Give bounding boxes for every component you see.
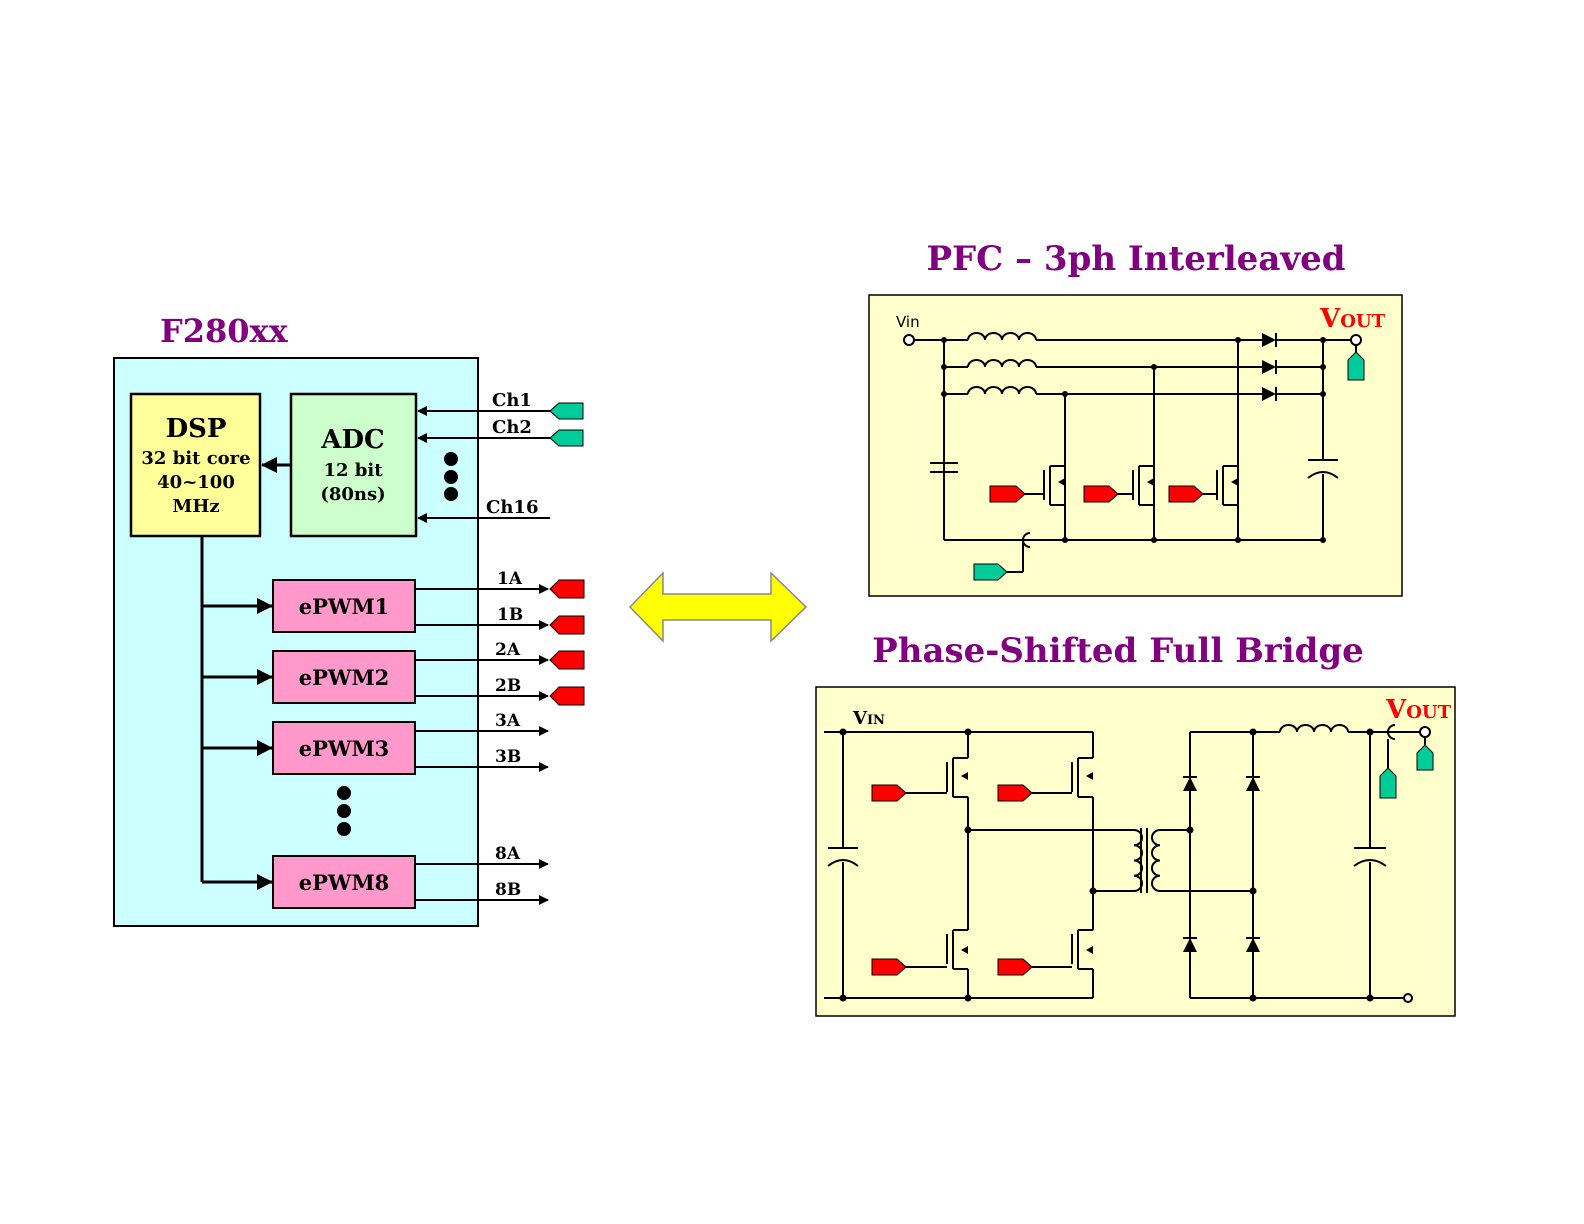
adc-input-tag-2 — [550, 430, 583, 446]
adc-label: ADC — [320, 425, 384, 455]
pwm-output-label: 3B — [495, 747, 521, 767]
pwm-output-label: 8B — [495, 880, 521, 900]
pwm-output-label: 2B — [495, 676, 521, 696]
pwm-label: ePWM8 — [299, 870, 390, 895]
dsp-block: DSP 32 bit core 40~100 MHz — [131, 394, 260, 536]
adc-speed: (80ns) — [320, 484, 385, 505]
pwm-module-1: ePWM1 — [273, 580, 415, 632]
pwm-label: ePWM1 — [299, 594, 390, 619]
pwm-output-label: 1B — [497, 605, 523, 625]
pfc-title: PFC – 3ph Interleaved — [926, 239, 1345, 279]
ellipsis-dot — [337, 804, 351, 818]
ellipsis-dot — [444, 452, 458, 466]
pwm-output-label: 3A — [495, 711, 521, 731]
bidirectional-arrow — [630, 573, 806, 641]
ellipsis-dot — [337, 786, 351, 800]
mcu-title: F280xx — [160, 312, 289, 350]
channel-label-16: Ch16 — [486, 497, 538, 518]
channel-label-2: Ch2 — [492, 417, 532, 438]
adc-resolution: 12 bit — [323, 460, 383, 481]
dsp-label: DSP — [166, 414, 227, 444]
pwm-output-label: 2A — [495, 640, 521, 660]
pwm-module-2: ePWM2 — [273, 651, 415, 703]
channel-label-1: Ch1 — [492, 390, 532, 411]
pwm-module-8: ePWM8 — [273, 856, 415, 908]
dsp-freq: 40~100 — [157, 472, 235, 493]
pwm-label: ePWM3 — [299, 736, 390, 761]
adc-block: ADC 12 bit (80ns) — [291, 394, 416, 536]
dsp-core: 32 bit core — [141, 448, 250, 469]
pfc-vin-label: Vin — [896, 313, 920, 331]
ellipsis-dot — [444, 487, 458, 501]
dsp-unit: MHz — [172, 496, 219, 517]
psfb-title: Phase-Shifted Full Bridge — [872, 631, 1364, 671]
ellipsis-dot — [444, 470, 458, 484]
mcu-block: F280xx DSP 32 bit core 40~100 MHz ADC 12… — [114, 312, 584, 926]
adc-input-tag-1 — [550, 403, 583, 419]
pwm-output-tag — [550, 580, 584, 598]
pwm-module-3: ePWM3 — [273, 722, 415, 774]
pwm-output-tag — [550, 687, 584, 705]
psfb-circuit: Phase-Shifted Full Bridge VIN VOUT — [816, 631, 1455, 1016]
pwm-output-tag — [550, 651, 584, 669]
pwm-label: ePWM2 — [299, 665, 390, 690]
pfc-circuit: PFC – 3ph Interleaved Vin VOUT — [869, 239, 1402, 596]
psfb-vout-terminal — [1420, 727, 1430, 737]
ellipsis-dot — [337, 822, 351, 836]
pwm-output-tag — [550, 616, 584, 634]
pwm-output-label: 8A — [495, 844, 521, 864]
psfb-gnd-terminal — [1404, 994, 1412, 1002]
pwm-output-label: 1A — [497, 569, 523, 589]
